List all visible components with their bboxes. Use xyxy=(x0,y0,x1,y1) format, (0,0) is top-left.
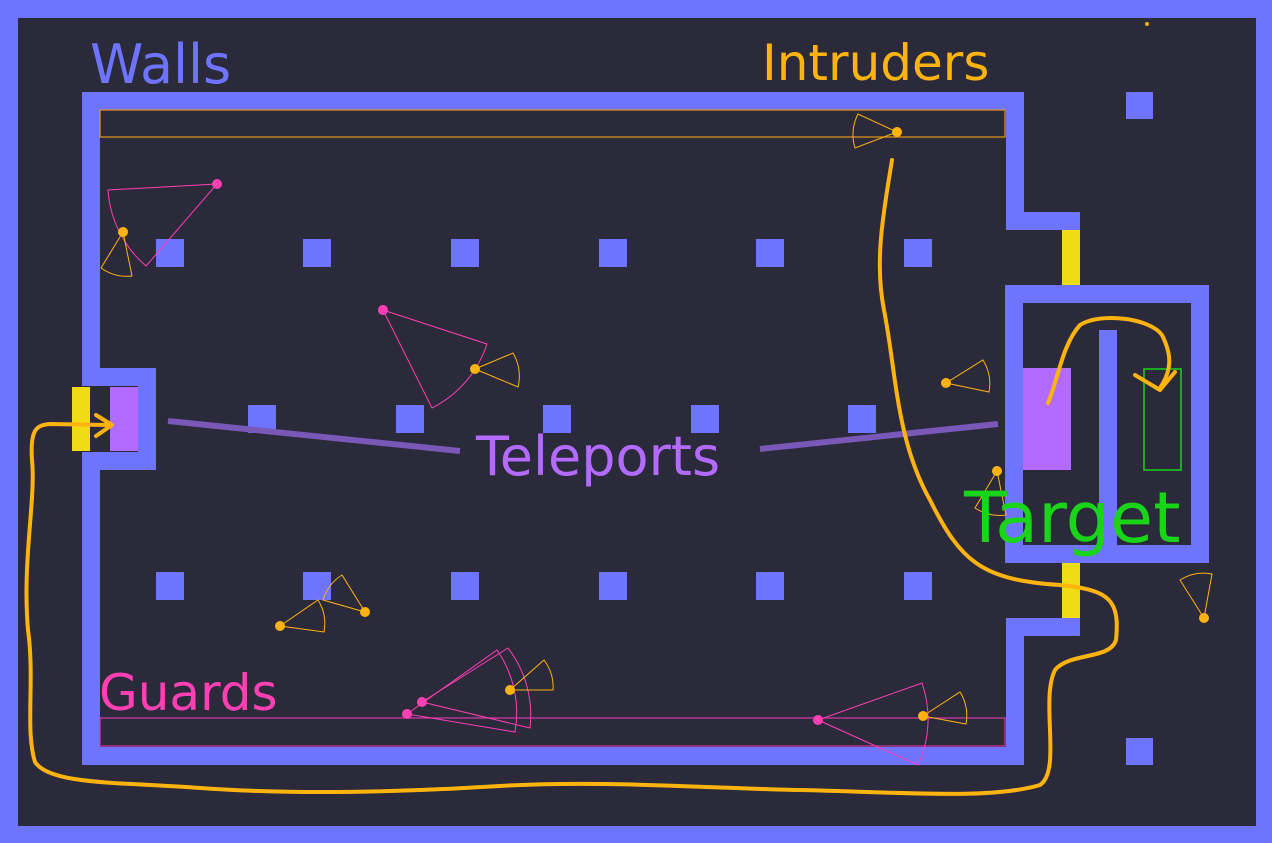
teleports xyxy=(110,368,1071,470)
teleports-label: Teleports xyxy=(475,425,720,488)
intruders xyxy=(100,22,1213,725)
intruder-5 xyxy=(974,466,1007,516)
guard-4 xyxy=(417,647,532,729)
doors xyxy=(72,230,1080,618)
building-walls xyxy=(82,92,1209,765)
intruder-spawn-zone xyxy=(99,109,1006,138)
intruder-6 xyxy=(1179,572,1213,623)
intruder-7 xyxy=(275,599,326,633)
target-zone xyxy=(1143,368,1182,471)
guard-2 xyxy=(378,305,488,409)
pillars xyxy=(156,92,1153,765)
intruder-4 xyxy=(941,359,991,393)
guards-label: Guards xyxy=(99,664,278,722)
walls-label: Walls xyxy=(90,33,231,96)
target-path xyxy=(1046,316,1177,405)
guard-5 xyxy=(813,682,929,766)
intruder-3 xyxy=(470,352,520,388)
target-label: Target xyxy=(963,477,1181,559)
teleport-lines xyxy=(167,418,999,454)
intruder-8 xyxy=(322,574,370,617)
intruder-9 xyxy=(505,659,554,695)
guard-spawn-zone xyxy=(99,717,1006,747)
intruders-label: Intruders xyxy=(762,34,989,92)
intruder-10 xyxy=(918,691,968,725)
intruder-path xyxy=(24,158,1119,796)
intruder-2 xyxy=(100,227,133,277)
intruder-1 xyxy=(852,113,902,149)
intruder-dot xyxy=(1145,22,1149,26)
